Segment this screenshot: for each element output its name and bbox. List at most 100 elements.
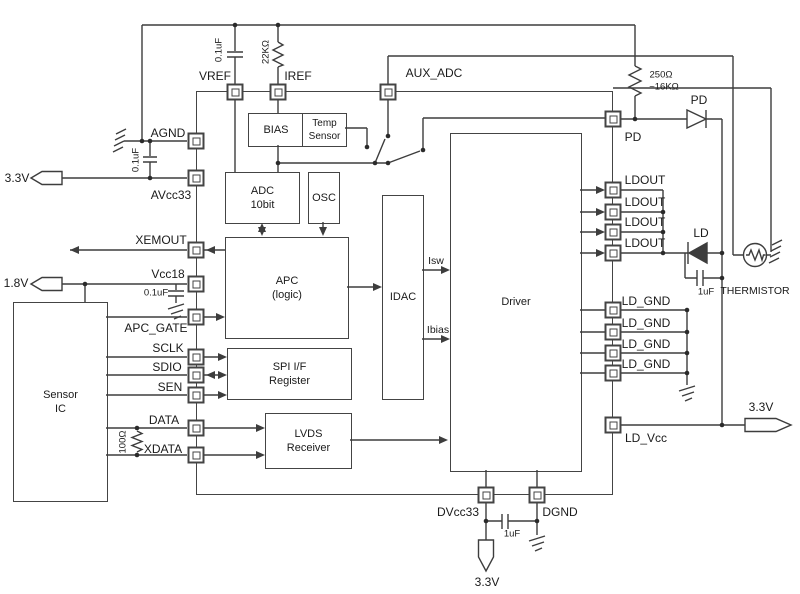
label-xemout: XEMOUT: [135, 233, 187, 247]
idac-block: IDAC: [382, 195, 424, 400]
label-ldout-1: LDOUT: [624, 173, 666, 187]
resistor-100: [130, 430, 144, 453]
label-data: DATA: [148, 413, 180, 427]
lvds-receiver-block: LVDS Receiver: [265, 413, 352, 469]
sensor-ic-label-1: Sensor: [43, 388, 78, 401]
pin-ldgnd-3: [604, 344, 622, 362]
vcc18-18v-connector: [29, 276, 63, 292]
pin-dgnd: [528, 486, 546, 504]
temp-sensor-block: Temp Sensor: [302, 113, 347, 147]
label-ibias: Ibias: [426, 324, 450, 336]
resistor-22k: [271, 41, 285, 68]
label-ldout-2: LDOUT: [624, 195, 666, 209]
pin-avcc33: [187, 169, 205, 187]
label-ldgnd-2: LD_GND: [621, 316, 671, 330]
agnd-avcc-wires: [62, 140, 187, 179]
spi-register-block: SPI I/F Register: [227, 348, 352, 400]
vcc18-cap-ground-icon: [167, 303, 185, 320]
temp-label-1: Temp: [312, 118, 337, 129]
pin-dvcc33: [477, 486, 495, 504]
pin-sen: [187, 386, 205, 404]
thermistor-ground-icon: [768, 239, 783, 264]
pin-xemout: [187, 241, 205, 259]
label-vcc18-18v: 1.8V: [3, 276, 29, 290]
label-res-22k: 22KΩ: [260, 39, 272, 65]
label-res-16k: ~16KΩ: [649, 81, 679, 93]
label-pd-diode: PD: [690, 93, 708, 107]
lvds-label-2: Receiver: [286, 442, 331, 454]
dgnd-ground-icon: [528, 535, 546, 552]
label-iref: IREF: [284, 69, 312, 83]
pin-pd: [604, 110, 622, 128]
label-dvcc33: DVcc33: [436, 505, 480, 519]
pin-ldgnd-4: [604, 364, 622, 382]
ldgnd-ground-icon: [678, 385, 696, 402]
pin-vref: [226, 83, 244, 101]
label-ldvcc-33v: 3.3V: [748, 400, 774, 414]
osc-block: OSC: [308, 172, 340, 224]
label-sen: SEN: [157, 380, 183, 394]
thermistor-body: [742, 242, 768, 268]
label-sclk: SCLK: [152, 341, 184, 355]
pin-ldgnd-1: [604, 301, 622, 319]
thermistor-zigzag: [746, 247, 766, 263]
pin-ldgnd-2: [604, 323, 622, 341]
label-dgnd: DGND: [542, 505, 578, 519]
avcc-33v-connector: [29, 170, 63, 186]
pd-diode-icon: [686, 108, 708, 130]
pin-vcc18: [187, 275, 205, 293]
label-isw: Isw: [428, 255, 444, 267]
bias-block: BIAS: [248, 113, 304, 147]
osc-label: OSC: [312, 191, 336, 204]
pin-iref: [269, 83, 287, 101]
pin-ldvcc: [604, 416, 622, 434]
pin-xdata: [187, 446, 205, 464]
resistor-250-16k: [627, 65, 643, 97]
label-ldout-4: LDOUT: [624, 236, 666, 250]
pin-sclk: [187, 348, 205, 366]
label-ldvcc: LD_Vcc: [624, 431, 668, 445]
label-sdio: SDIO: [152, 360, 182, 374]
label-res-100: 100Ω: [117, 430, 129, 454]
temp-label-2: Sensor: [308, 131, 341, 142]
label-cap-ld: 1uF: [697, 286, 715, 298]
label-xdata: XDATA: [143, 442, 183, 456]
label-vcc18: Vcc18: [151, 267, 185, 281]
laser-diode-icon: [687, 241, 708, 265]
label-cap-vcc18: 0.1uF: [143, 287, 169, 299]
pin-agnd: [187, 132, 205, 150]
agnd-ground-icon: [112, 128, 127, 153]
adc-block: ADC 10bit: [225, 172, 300, 224]
pin-ldout-2: [604, 203, 622, 221]
label-thermistor: THERMISTOR: [720, 285, 790, 297]
pin-sdio: [187, 366, 205, 384]
dvcc33-33v-connector: [477, 539, 495, 573]
pin-aux-adc: [379, 83, 397, 101]
label-avcc33: AVcc33: [150, 188, 192, 202]
label-avcc-33v: 3.3V: [4, 171, 30, 185]
label-cap-dvcc: 1uF: [503, 528, 521, 540]
label-cap-agnd: 0.1uF: [130, 147, 142, 173]
driver-label: Driver: [501, 296, 531, 309]
spi-label-1: SPI I/F: [272, 360, 307, 373]
apc-label-1: APC: [275, 274, 299, 287]
label-ldgnd-1: LD_GND: [621, 294, 671, 308]
label-cap-vref: 0.1uF: [213, 37, 225, 63]
label-dvcc-33v: 3.3V: [474, 575, 500, 589]
lvds-label-1: LVDS: [294, 427, 323, 440]
label-vref: VREF: [198, 69, 232, 83]
pin-ldout-1: [604, 181, 622, 199]
pin-ldout-3: [604, 223, 622, 241]
pin-data: [187, 419, 205, 437]
pin-apc-gate: [187, 308, 205, 326]
label-apc-gate: APC_GATE: [124, 321, 188, 335]
idac-label: IDAC: [389, 291, 417, 304]
driver-block: Driver: [450, 133, 582, 472]
label-pd-pin: PD: [624, 130, 642, 144]
apc-block: APC (logic): [225, 237, 349, 339]
label-res-250: 250Ω: [649, 69, 673, 81]
adc-label-1: ADC: [250, 184, 275, 197]
sensor-ic-label-2: IC: [55, 403, 66, 415]
label-ldgnd-3: LD_GND: [621, 337, 671, 351]
pin-ldout-4: [604, 244, 622, 262]
